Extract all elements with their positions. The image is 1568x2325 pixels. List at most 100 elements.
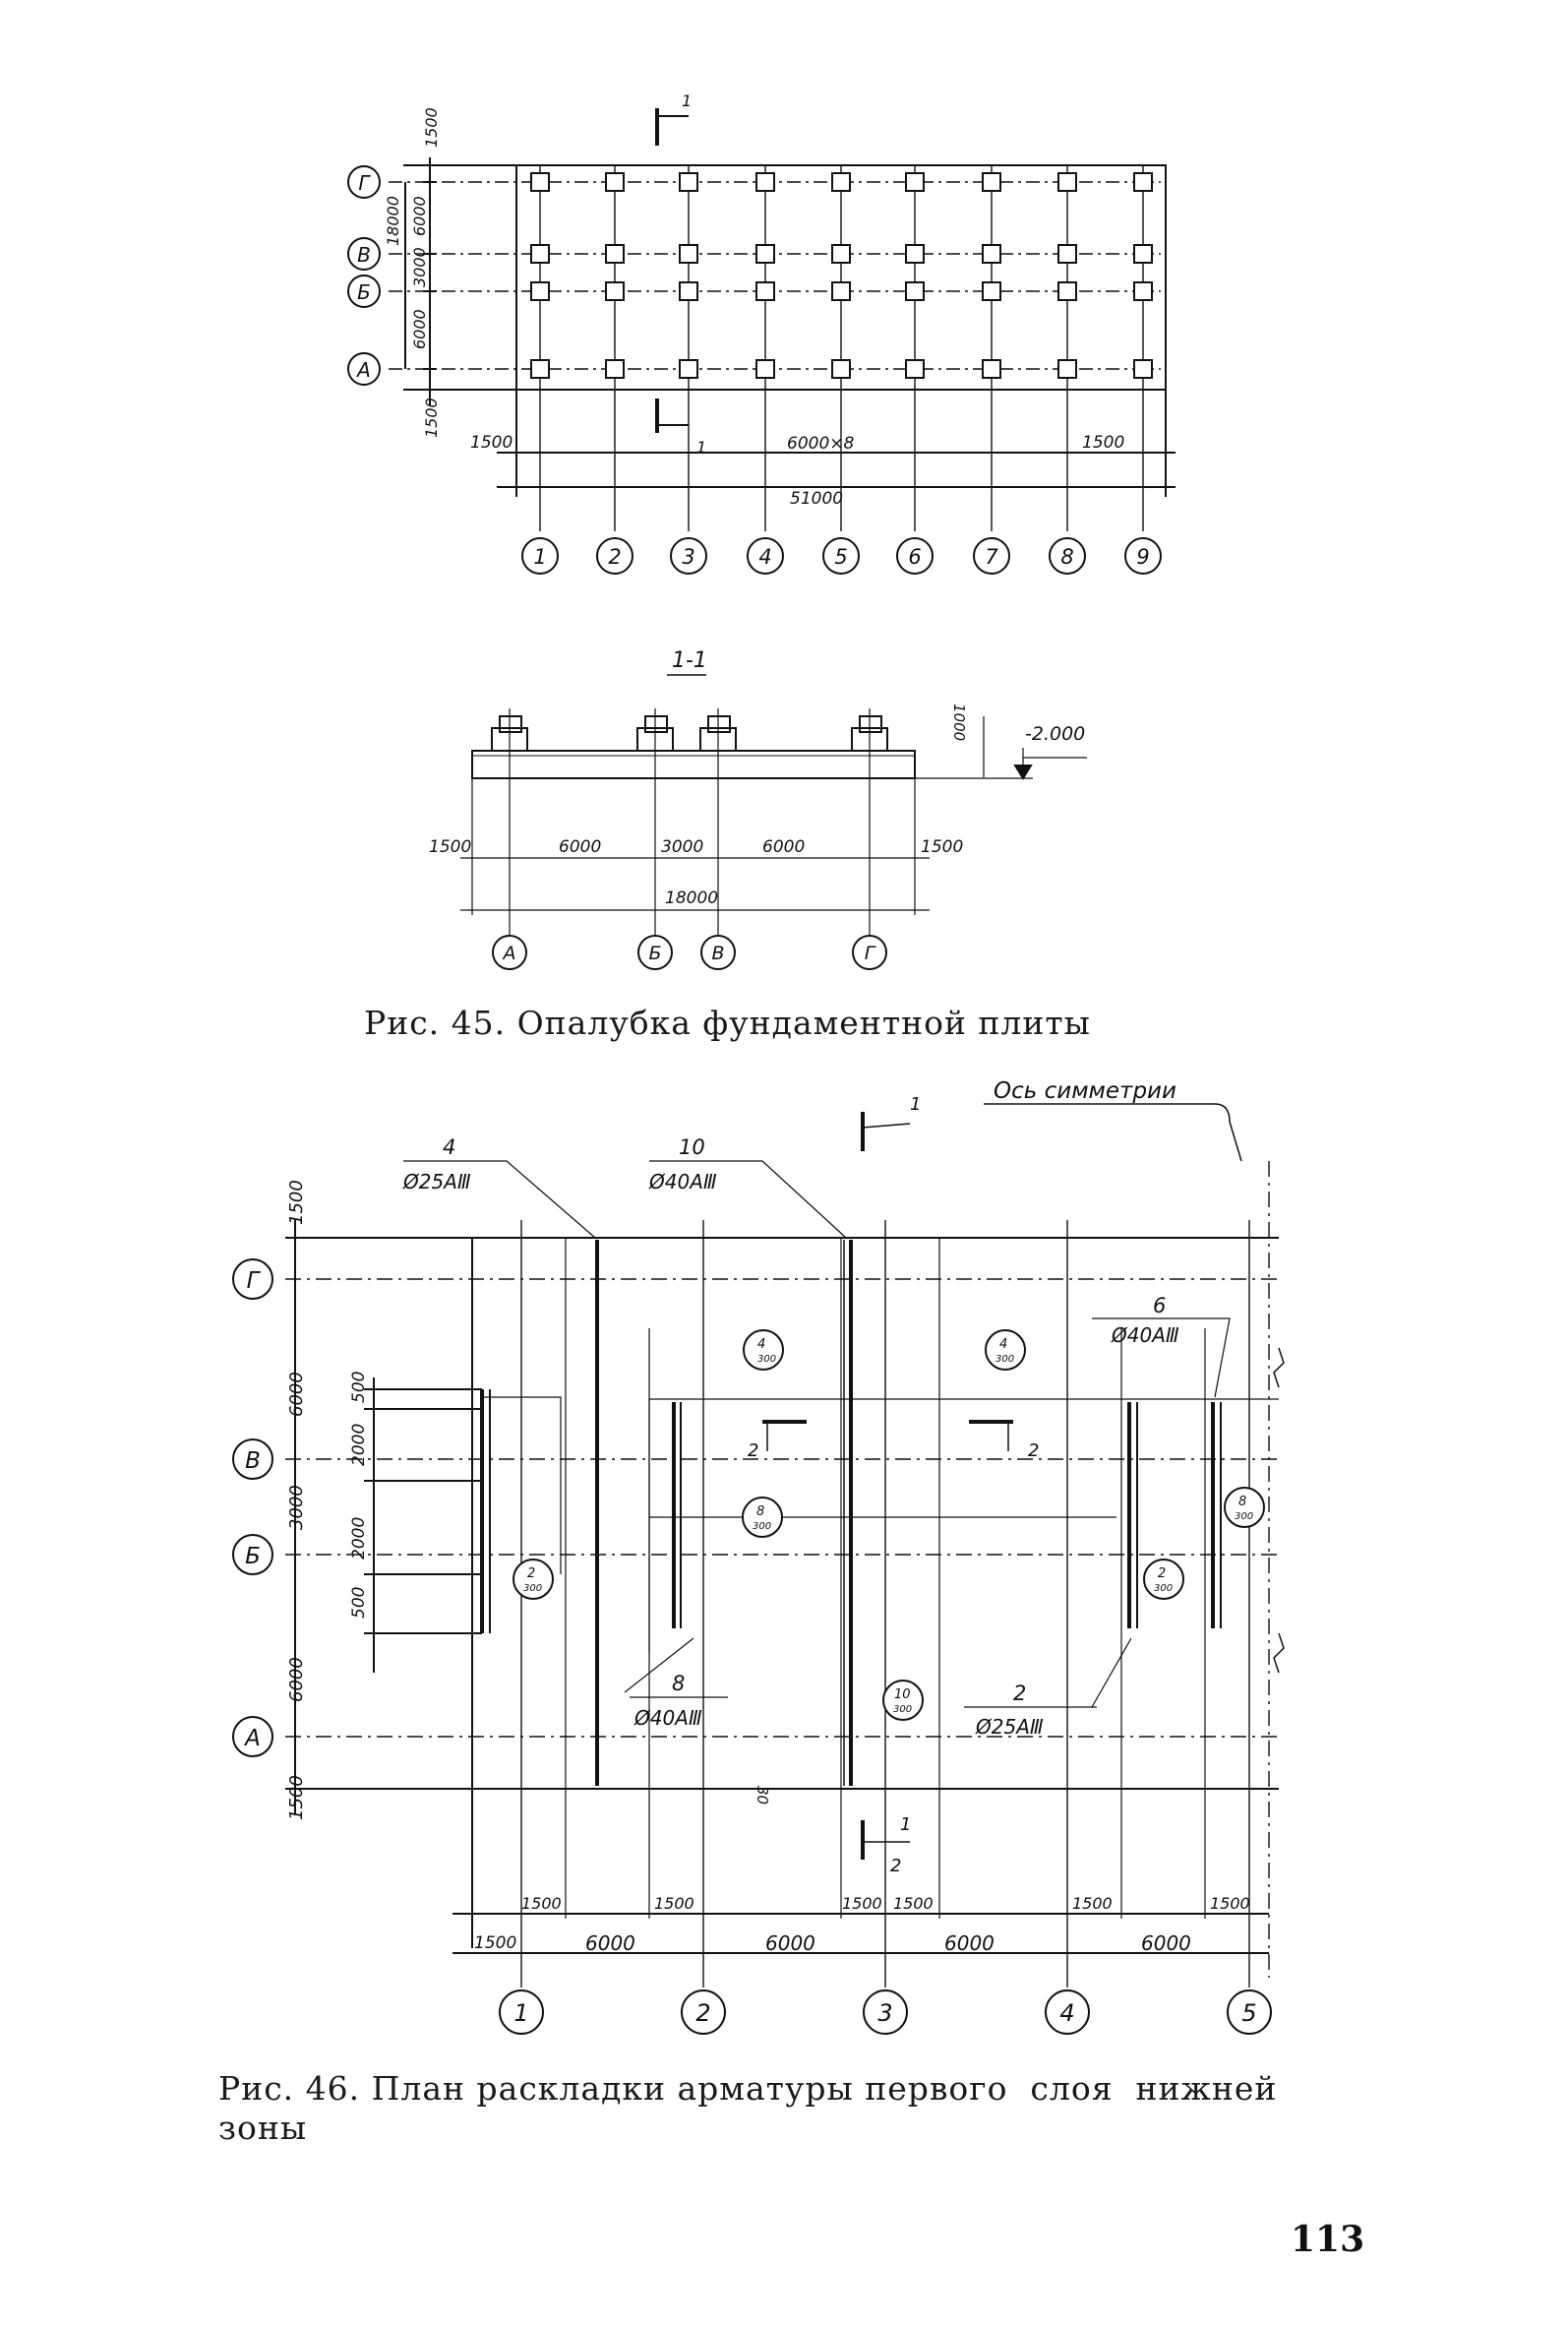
fig45-section-dim: 6000 (559, 837, 601, 857)
fig46-bottom-dim: 6000 (944, 1931, 995, 1955)
fig46-symmetry-label: Ось симметрии (994, 1078, 1176, 1104)
fig45-col-axis-label: 6 (908, 545, 921, 569)
column-stub (679, 359, 698, 379)
fig46-section2-label: 2 (748, 1440, 758, 1461)
fig46-label-4-bar: Ø25АⅢ (402, 1170, 471, 1193)
fig45-section-dim: 1500 (429, 837, 471, 857)
column-stub (679, 281, 698, 301)
column-stub (1133, 281, 1153, 301)
column-stub (905, 172, 925, 192)
fig46-inner-dim: 2000 (349, 1517, 369, 1560)
fig46-caption-line1: Рис. 46. План раскладки арматуры первого… (218, 2069, 1278, 2108)
fig46-stagger-dim: 1500 (842, 1894, 882, 1913)
fig45-dim-g-v: 6000 (410, 196, 429, 236)
column-stub (605, 359, 625, 379)
fig46-col-axis-bubbles (499, 1989, 1272, 2035)
column-stub (905, 281, 925, 301)
column-stub (679, 172, 698, 192)
fig45-col-axis-label: 9 (1136, 545, 1149, 569)
fig46-label-6-num: 6 (1153, 1294, 1166, 1317)
fig46-label-10-num: 10 (679, 1135, 705, 1159)
fig46-spacing-step: 300 (1154, 1583, 1173, 1594)
fig46-label-10-bar: Ø40АⅢ (648, 1170, 717, 1193)
fig46-section-mark-top: 1 (910, 1094, 921, 1115)
column-stub (530, 244, 550, 264)
fig45-row-axis-label: А (355, 358, 371, 382)
column-stub (982, 281, 1001, 301)
fig45-section-axis-label: А (502, 943, 516, 964)
fig45-dim-total-height: 18000 (384, 196, 402, 246)
column-stub (831, 359, 851, 379)
page-number: 113 (1291, 2219, 1365, 2260)
fig45-row-axis-label: Б (357, 280, 371, 304)
fig46-spacing-num: 2 (1158, 1566, 1166, 1581)
fig46-row-axis-label: А (243, 1726, 261, 1751)
fig45-dim-total-length: 51000 (790, 489, 843, 509)
fig45-plan-drawing: Г В Б А 1 2 3 4 5 6 7 8 9 1500 18000 600… (347, 92, 1176, 970)
fig45-section-dim: 1500 (921, 837, 963, 857)
fig46-col-axis-label: 1 (513, 1999, 528, 2027)
column-stub (1057, 244, 1077, 264)
fig45-row-axis-bubbles (347, 165, 381, 386)
column-stub (530, 281, 550, 301)
fig46-spacing-step: 300 (1235, 1511, 1253, 1522)
fig46-stagger-dim: 1500 (1072, 1894, 1113, 1913)
fig46-col-axis-label: 4 (1059, 1999, 1074, 2027)
fig45-section-dim: 6000 (762, 837, 805, 857)
fig46-label-4-num: 4 (443, 1135, 455, 1159)
fig46-bottom-dim: 1500 (474, 1933, 516, 1953)
fig45-col-axis-label: 2 (608, 545, 621, 569)
column-stub (982, 172, 1001, 192)
fig46-col-axis-label: 2 (695, 1999, 710, 2027)
fig45-dim-right-edge: 1500 (1082, 433, 1124, 453)
fig46-label-2-num: 2 (1013, 1682, 1026, 1705)
column-stub (831, 244, 851, 264)
fig46-row-axis-label: Г (247, 1268, 262, 1294)
column-stub (1057, 281, 1077, 301)
column-stub (831, 172, 851, 192)
fig46-label-2-bar: Ø25АⅢ (975, 1715, 1044, 1739)
fig46-label-8-bar: Ø40АⅢ (633, 1706, 702, 1730)
fig45-row-axis-label: Г (358, 171, 371, 195)
fig45-section-mark-top: 1 (682, 92, 692, 110)
fig45-caption: Рис. 45. Опалубка фундаментной плиты (364, 1004, 1091, 1042)
fig46-stagger-dim: 1500 (893, 1894, 934, 1913)
fig45-col-axis-bubbles (521, 537, 1162, 575)
fig45-dim-bays: 6000×8 (787, 434, 855, 454)
column-stub (605, 244, 625, 264)
fig45-col-axis-label: 5 (834, 545, 847, 569)
fig46-left-dim: 1500 (286, 1775, 307, 1820)
fig45-dim-b-a: 6000 (410, 309, 429, 349)
fig46-stagger-dim: 1500 (521, 1894, 562, 1913)
fig45-col-axis-label: 3 (682, 545, 694, 569)
column-stub (530, 172, 550, 192)
column-stub (905, 244, 925, 264)
fig46-spacing-num: 10 (894, 1687, 911, 1702)
fig45-dim-bottom-edge: 1500 (422, 398, 441, 438)
column-stub (1133, 244, 1153, 264)
fig46-dim-30: 30 (754, 1786, 771, 1805)
fig45-col-axis-label: 8 (1060, 545, 1073, 569)
fig46-spacing-num: 4 (757, 1337, 765, 1352)
column-stub (755, 244, 775, 264)
fig45-dim-left-edge: 1500 (470, 433, 513, 453)
fig45-col-axis-label: 7 (985, 545, 998, 569)
column-stub (755, 172, 775, 192)
fig46-stagger-dim: 1500 (654, 1894, 694, 1913)
column-stub (831, 281, 851, 301)
fig45-col-axis-label: 4 (758, 545, 771, 569)
fig46-bottom-dim: 6000 (1141, 1931, 1191, 1955)
fig46-label-8-num: 8 (672, 1672, 685, 1695)
fig45-section-dim-total: 18000 (665, 888, 718, 908)
fig46-row-axis-bubbles (232, 1258, 273, 1757)
fig46-spacing-step: 300 (523, 1583, 542, 1594)
fig45-dim-top-edge: 1500 (422, 107, 441, 148)
fig46-section2-label: 2 (1028, 1440, 1039, 1461)
column-stub (1133, 359, 1153, 379)
fig46-row-axis-label: В (245, 1448, 261, 1474)
column-stub (982, 359, 1001, 379)
fig45-section-elevation: -2.000 (1025, 723, 1085, 745)
fig46-bottom-dim: 6000 (765, 1931, 815, 1955)
fig46-section2-label: 2 (890, 1856, 901, 1876)
fig46-label-6-bar: Ø40АⅢ (1111, 1323, 1179, 1347)
